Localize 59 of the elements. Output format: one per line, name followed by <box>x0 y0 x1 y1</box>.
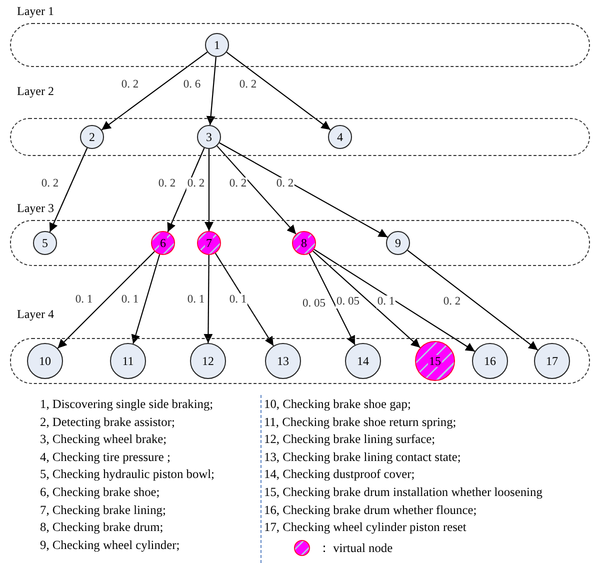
node-circle: 16 <box>472 343 508 379</box>
arrow <box>204 255 213 343</box>
arrow <box>407 250 538 350</box>
virtual-node-circle: 7 <box>197 231 221 255</box>
node-circle: 1 <box>205 33 229 57</box>
key-text: 8, Checking brake drum; <box>40 520 164 534</box>
key-text: 3, Checking wheel brake; <box>40 432 167 446</box>
arrow <box>226 52 331 130</box>
key-text: 4, Checking tire pressure ; <box>40 450 170 464</box>
key-text: 14, Checking dustproof cover; <box>264 467 415 482</box>
arrow <box>312 250 420 348</box>
key-text: 11, Checking brake shoe return spring; <box>264 414 456 429</box>
key-text: 10, Checking brake shoe gap; <box>264 397 411 411</box>
arrow <box>101 52 208 130</box>
node-circle: 5 <box>33 231 57 255</box>
key-text: 15, Checking brake drum installation whether loosening <box>264 485 542 499</box>
node-circle: 14 <box>345 343 381 379</box>
key-text: 2, Detecting brake assistor; <box>40 414 175 429</box>
node-circle: 3 <box>197 125 221 149</box>
layer-label: Layer 1 <box>17 4 54 18</box>
node-circle: 2 <box>80 125 104 149</box>
arrow <box>206 56 216 126</box>
layer-label: Layer 2 <box>17 84 54 98</box>
legend-text: ： virtual node <box>318 541 393 555</box>
edge-label: 0. 05 <box>336 296 360 308</box>
arrow <box>314 248 476 352</box>
node-circle: 9 <box>386 231 410 255</box>
arrow <box>57 251 155 349</box>
arrow <box>204 149 214 231</box>
node-circle: 11 <box>110 343 146 379</box>
virtual-node-circle: 8 <box>292 231 316 255</box>
arrow <box>216 146 296 234</box>
node-circle: 10 <box>27 343 63 379</box>
edge-label: 0. 1 <box>228 294 248 306</box>
arrow <box>49 148 88 232</box>
key-text: 1, Discovering single side braking; <box>40 397 214 411</box>
arrow <box>308 253 356 346</box>
key-text: 12, Checking brake lining surface; <box>264 432 436 446</box>
key-text: 16, Checking brake drum whether flounce; <box>264 502 477 517</box>
key-text: 5, Checking hydraulic piston bowl; <box>40 467 214 482</box>
key-text: 7, Checking brake lining; <box>40 502 166 517</box>
key-text: 13, Checking brake lining contact state; <box>264 450 461 464</box>
arrow <box>214 252 274 346</box>
node-circle: 17 <box>534 343 570 379</box>
node-circle: 12 <box>190 343 226 379</box>
key-text: 17, Checking wheel cylinder piston reset <box>264 520 466 534</box>
node-circle: 13 <box>265 343 301 379</box>
arrow <box>219 142 388 238</box>
layer-label: Layer 3 <box>17 201 54 215</box>
virtual-node-circle: 15 <box>415 341 455 381</box>
layer-label: Layer 4 <box>17 307 54 321</box>
edge-label: 0. 2 <box>186 178 206 190</box>
key-text: 9, Checking wheel cylinder; <box>40 538 180 552</box>
arrow <box>131 254 160 344</box>
arrow <box>167 148 205 232</box>
key-text: 6, Checking brake shoe; <box>40 485 160 499</box>
node-circle: 4 <box>328 125 352 149</box>
edge-label: 0. 1 <box>376 296 396 308</box>
virtual-node-circle: 6 <box>151 231 175 255</box>
